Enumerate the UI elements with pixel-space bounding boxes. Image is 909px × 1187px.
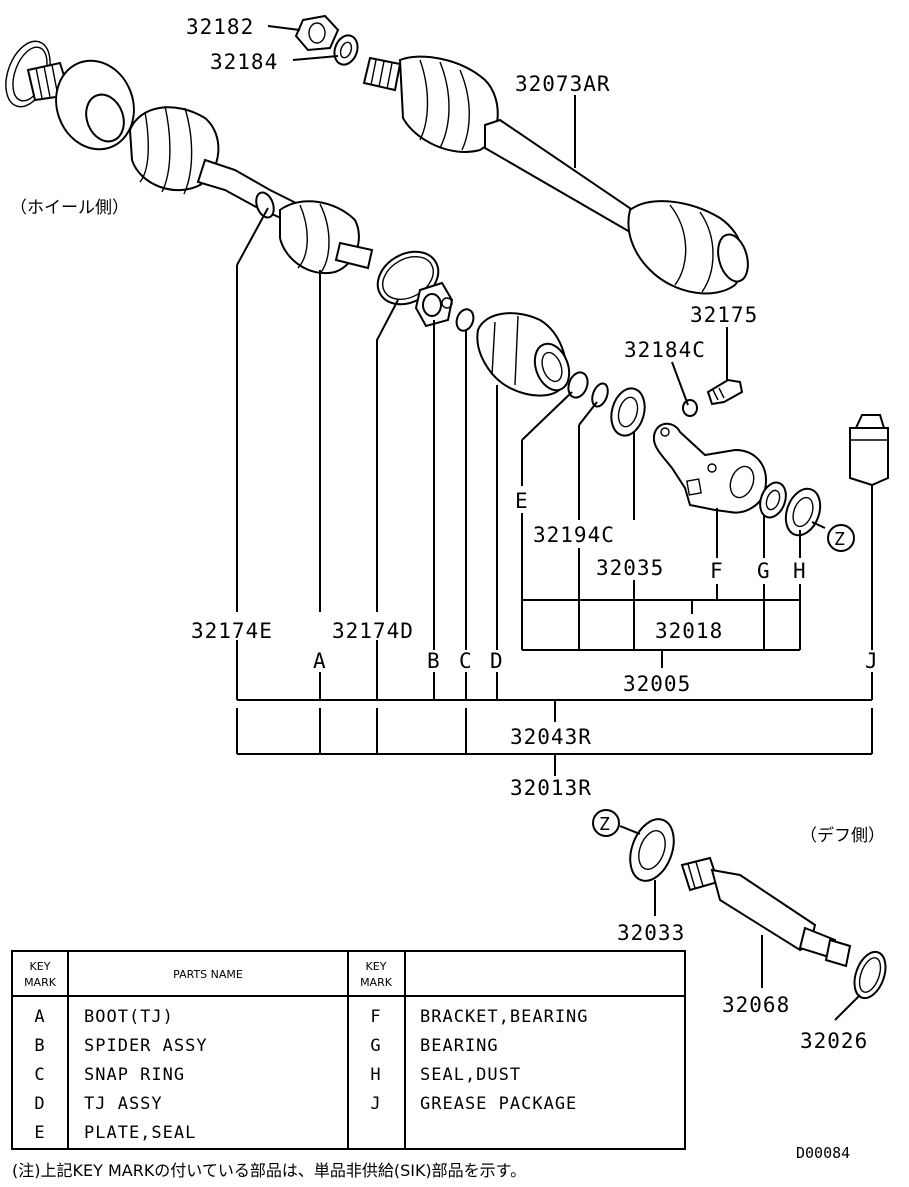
table-header-mark-1: MARK [24,976,57,989]
table-header-mark-2: MARK [360,976,393,989]
boot-band-inner [382,256,434,300]
wheel-side-label: （ホイール側） [10,198,129,218]
letter-G: G [757,559,771,583]
label-32013R: 32013R [510,776,592,800]
seal-32033-drawing [629,818,675,882]
table-cell: SEAL,DUST [420,1065,521,1085]
letter-B: B [427,649,441,673]
bolt-washer-drawing [682,378,744,417]
shaft-32068-drawing [680,856,852,968]
letter-H: H [793,559,807,583]
label-32073AR: 32073AR [515,72,611,96]
bearing-G-drawing [759,481,787,519]
table-cell: BEARING [420,1036,499,1056]
ring-32026-inner [858,957,882,993]
label-32026: 32026 [800,1029,868,1053]
spider-assy-drawing [414,281,454,328]
seal-32035-drawing [610,387,646,437]
table-cell: PLATE,SEAL [84,1123,196,1143]
letter-F: F [710,559,724,583]
seal-32033-inner [638,830,666,870]
diff-side-label: （デフ側） [800,825,885,846]
table-cell: TJ ASSY [84,1094,163,1114]
label-32005: 32005 [623,672,691,696]
label-32035: 32035 [596,556,664,580]
table-header-key-2: KEY [366,960,387,973]
bracket-bearing-drawing [652,422,767,514]
nut-washer-drawing [294,14,359,66]
label-32175: 32175 [690,303,758,327]
seal-dust-H-drawing [784,487,822,537]
label-32182: 32182 [186,15,254,39]
table-cell: BOOT(TJ) [84,1007,174,1027]
bearing-G-inner [765,489,781,511]
letter-E: E [515,489,529,513]
label-32033: 32033 [617,921,685,945]
label-32184C: 32184C [624,338,706,362]
footnote: (注)上記KEY MARKの付いている部品は、単品非供給(SIK)部品を示す。 [12,1161,526,1180]
tj-assy-drawing [476,312,571,397]
label-32174D: 32174D [332,619,414,643]
table-header-name: PARTS NAME [173,968,243,981]
table-cell: G [370,1036,381,1056]
label-32018: 32018 [655,619,723,643]
seal-32035-inner [617,396,639,428]
table-header-key-1: KEY [30,960,51,973]
table-cell: BRACKET,BEARING [420,1007,589,1027]
table-cell: J [370,1094,381,1114]
table-cell: C [34,1065,45,1085]
label-32068: 32068 [722,993,790,1017]
ring-32194C-drawing [591,382,609,408]
label-32174E: 32174E [191,619,273,643]
letter-A: A [313,649,327,673]
letter-C: C [459,649,473,673]
drawing-code: D00084 [796,1144,850,1162]
ring-32026-drawing [853,950,887,1000]
table-cell: H [370,1065,381,1085]
table-cell: SPIDER ASSY [84,1036,208,1056]
plate-seal-drawing [567,371,589,399]
axle-wheel-side-drawing [5,40,374,275]
seal-dust-H-inner [792,496,814,528]
label-32194C: 32194C [533,523,615,547]
mark-z-circle-upper [827,524,855,552]
table-cell: D [34,1094,45,1114]
label-32184: 32184 [210,50,278,74]
letter-D: D [490,649,504,673]
letter-Z-lower: Z [599,814,611,835]
table-cell: SNAP RING [84,1065,185,1085]
leader-lines [236,25,873,1021]
letter-J: J [865,649,879,673]
table-cell: A [34,1007,45,1027]
grease-package-drawing [849,414,889,487]
driveshaft-32073AR-drawing [362,55,749,295]
mark-z-circle-lower [592,809,620,837]
table-cell: B [34,1036,45,1056]
table-cell: GREASE PACKAGE [420,1094,577,1114]
letter-Z-upper: Z [834,529,846,550]
table-cell: E [34,1123,45,1143]
table-cell: F [370,1007,381,1027]
snap-ring-drawing [455,308,475,332]
label-32043R: 32043R [510,725,592,749]
key-mark-table: KEY MARK PARTS NAME KEY MARK A BOOT(TJ) … [11,950,686,1150]
